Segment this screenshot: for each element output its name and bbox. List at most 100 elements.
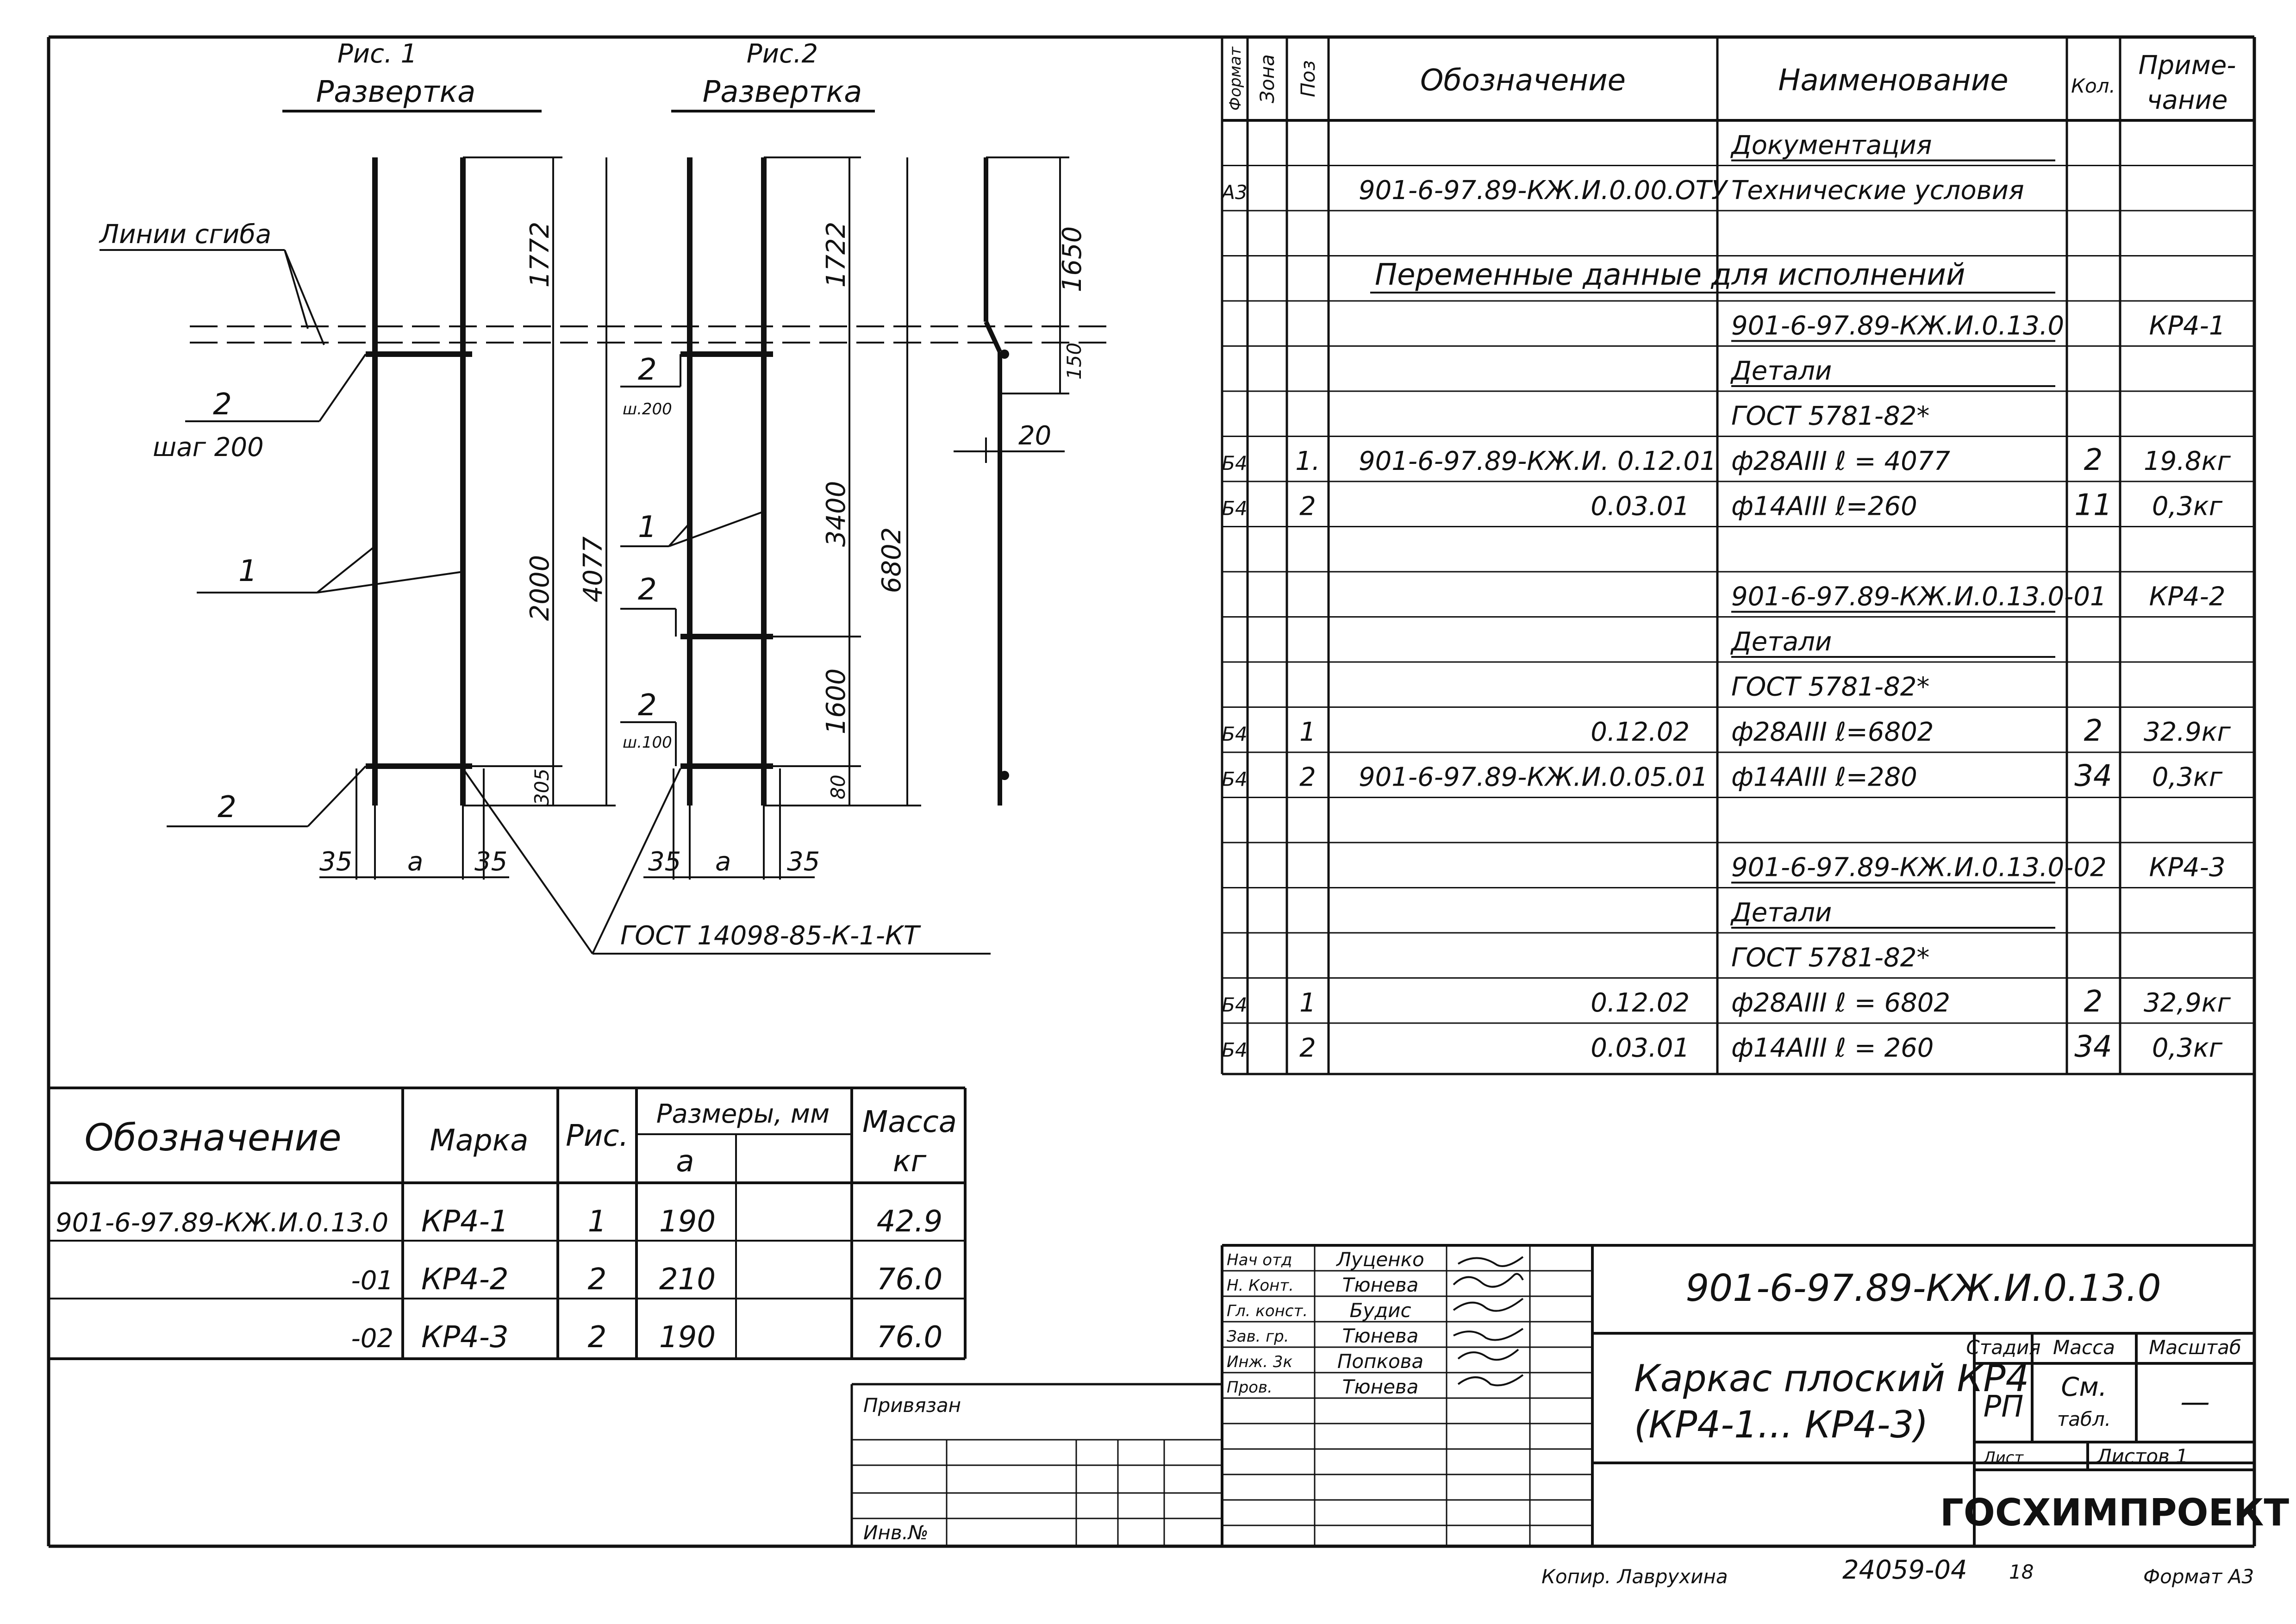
spec-row: ГОСТ 5781-82* (1731, 401, 1929, 431)
side-dim-20: 20 (1018, 421, 1051, 451)
spec-variable-data: Переменные данные для исполнений (1375, 258, 1965, 292)
spec-cell-name: 901-6-97.89-КЖ.И.0.13.0 (1731, 311, 2064, 341)
fig2-step-200: ш.200 (623, 400, 672, 418)
scale-label: Масштаб (2149, 1336, 2241, 1359)
copied-by: Копир. Лаврухина (1541, 1565, 1728, 1588)
spec-cell-pos: 2 (1299, 492, 1316, 522)
binding-block: Привязан Инв.№ (850, 1383, 1222, 1546)
spec-cell-format: Б4 (1222, 768, 1248, 791)
spec-cell-pos: 2 (1299, 1033, 1316, 1063)
fig1-pos2-bottom: 2 (218, 790, 237, 824)
spec-cell-name: Детали (1730, 898, 1832, 928)
spec-cell-format: Б4 (1222, 1039, 1248, 1062)
signature-row: Н. Конт.Тюнева (1227, 1274, 1418, 1296)
spec-cell-pos: 1 (1299, 717, 1316, 747)
spec-cell-name: ГОСТ 5781-82* (1731, 943, 1929, 973)
spec-cell-qty: 2 (2084, 985, 2103, 1019)
side-view: 1650 150 20 (954, 156, 1087, 806)
fig1-dim-1772: 1772 (525, 222, 555, 288)
spec-header-format: Формат (1226, 46, 1245, 111)
fig2-title: Развертка (703, 75, 862, 109)
spec-cell-name: ф28АIII ℓ = 4077 (1731, 446, 1950, 476)
fig1-pos1: 1 (238, 554, 257, 588)
fig2-bottom-35-right: 35 (787, 847, 820, 877)
signature-row: Зав. гр. Тюнева (1227, 1324, 1418, 1347)
fig2-pos1: 1 (638, 510, 657, 544)
spec-row: Детали (1730, 627, 2055, 658)
archive-sheet: 18 (2009, 1561, 2034, 1583)
mass-value-1: См. (2061, 1372, 2107, 1402)
spec-cell-designation: 0.03.01 (1591, 492, 1690, 522)
mass-header-sizes: Размеры, мм (656, 1099, 830, 1129)
fig1-pos2-top: 2 (213, 387, 232, 422)
fig2-dim-80: 80 (827, 775, 849, 799)
spec-cell-name: Детали (1730, 356, 1832, 386)
spec-cell-name: 901-6-97.89-КЖ.И.0.13.0-01 (1731, 582, 2107, 612)
spec-cell-name: Детали (1730, 627, 1832, 657)
spec-cell-pos: 2 (1299, 762, 1316, 793)
mass-header-mass: Масса (862, 1105, 957, 1139)
figure-1: Рис. 1 Развертка 1772 2000 305 4077 Лини… (99, 39, 1111, 880)
spec-cell-note: 32,9кг (2144, 988, 2231, 1018)
stage-value: РП (1984, 1390, 2024, 1424)
figure-2: Рис.2 Развертка 1722 3400 1600 80 6802 2… (462, 39, 991, 955)
fig2-pos2-top: 2 (638, 353, 657, 387)
mass-cell-a: 190 (659, 1320, 716, 1355)
fold-lines-label: Линии сгиба (99, 219, 271, 250)
spec-cell-format: Б4 (1222, 723, 1248, 745)
fig1-bottom-35-left: 35 (319, 847, 352, 877)
mass-cell-a: 190 (659, 1205, 716, 1239)
spec-cell-note: КР4-3 (2149, 853, 2226, 883)
spec-cell-qty: 34 (2074, 1030, 2112, 1064)
signature-name: Тюнева (1342, 1274, 1419, 1296)
spec-cell-designation: 0.12.02 (1591, 717, 1690, 747)
fig1-label: Рис. 1 (337, 39, 417, 69)
side-dim-150: 150 (1063, 343, 1086, 380)
stage-label: Стадия (1966, 1336, 2040, 1359)
fig2-bottom-35-left: 35 (648, 847, 681, 877)
signature-role: Гл. конст. (1227, 1302, 1308, 1320)
mass-cell-fig: 2 (588, 1320, 607, 1355)
mass-header-mark: Марка (430, 1124, 529, 1158)
mass-header-fig: Рис. (566, 1119, 629, 1153)
mass-cell-mass: 76.0 (877, 1320, 943, 1355)
spec-cell-format: Б4 (1222, 497, 1248, 520)
spec-cell-name: ф28АIII ℓ=6802 (1731, 717, 1934, 747)
signature-role: Инж. 3к (1227, 1353, 1293, 1371)
signature-row: Пров.Тюнева (1227, 1375, 1418, 1398)
spec-cell-note: 0,3кг (2152, 492, 2223, 522)
spec-cell-format: А3 (1220, 181, 1247, 204)
spec-cell-designation: 0.03.01 (1591, 1033, 1690, 1063)
mass-cell-mass: 42.9 (877, 1205, 943, 1239)
signature-role: Зав. гр. (1227, 1327, 1289, 1346)
fig1-dim-4077: 4077 (578, 536, 608, 602)
fig1-step-200: шаг 200 (153, 432, 264, 462)
spec-row: ГОСТ 5781-82* (1731, 943, 1929, 973)
doc-title-line-1: Каркас плоский КР4 (1634, 1357, 2029, 1400)
signature-name: Тюнева (1342, 1324, 1419, 1347)
mass-cell-mass: 76.0 (877, 1262, 943, 1297)
spec-cell-name: 901-6-97.89-КЖ.И.0.13.0-02 (1731, 853, 2107, 883)
spec-cell-name: ГОСТ 5781-82* (1731, 401, 1929, 431)
mass-cell-fig: 1 (588, 1205, 607, 1239)
mass-cell-a: 210 (659, 1262, 716, 1297)
organization: ГОСХИМПРОЕКТ (1940, 1491, 2290, 1534)
fig2-dim-6802: 6802 (877, 527, 907, 593)
spec-row: Детали (1730, 356, 2055, 387)
mass-cell-mark: КР4-2 (421, 1262, 509, 1297)
spec-cell-designation: 901-6-97.89-КЖ.И.0.00.ОТУ (1359, 175, 1729, 206)
fig2-step-100: ш.100 (623, 733, 672, 752)
doc-title-line-2: (КР4-1... КР4-3) (1634, 1403, 1928, 1446)
mass-cell-designation: -01 (351, 1266, 393, 1296)
spec-cell-note: 32.9кг (2144, 717, 2231, 747)
fig2-bottom-a: a (715, 847, 731, 877)
